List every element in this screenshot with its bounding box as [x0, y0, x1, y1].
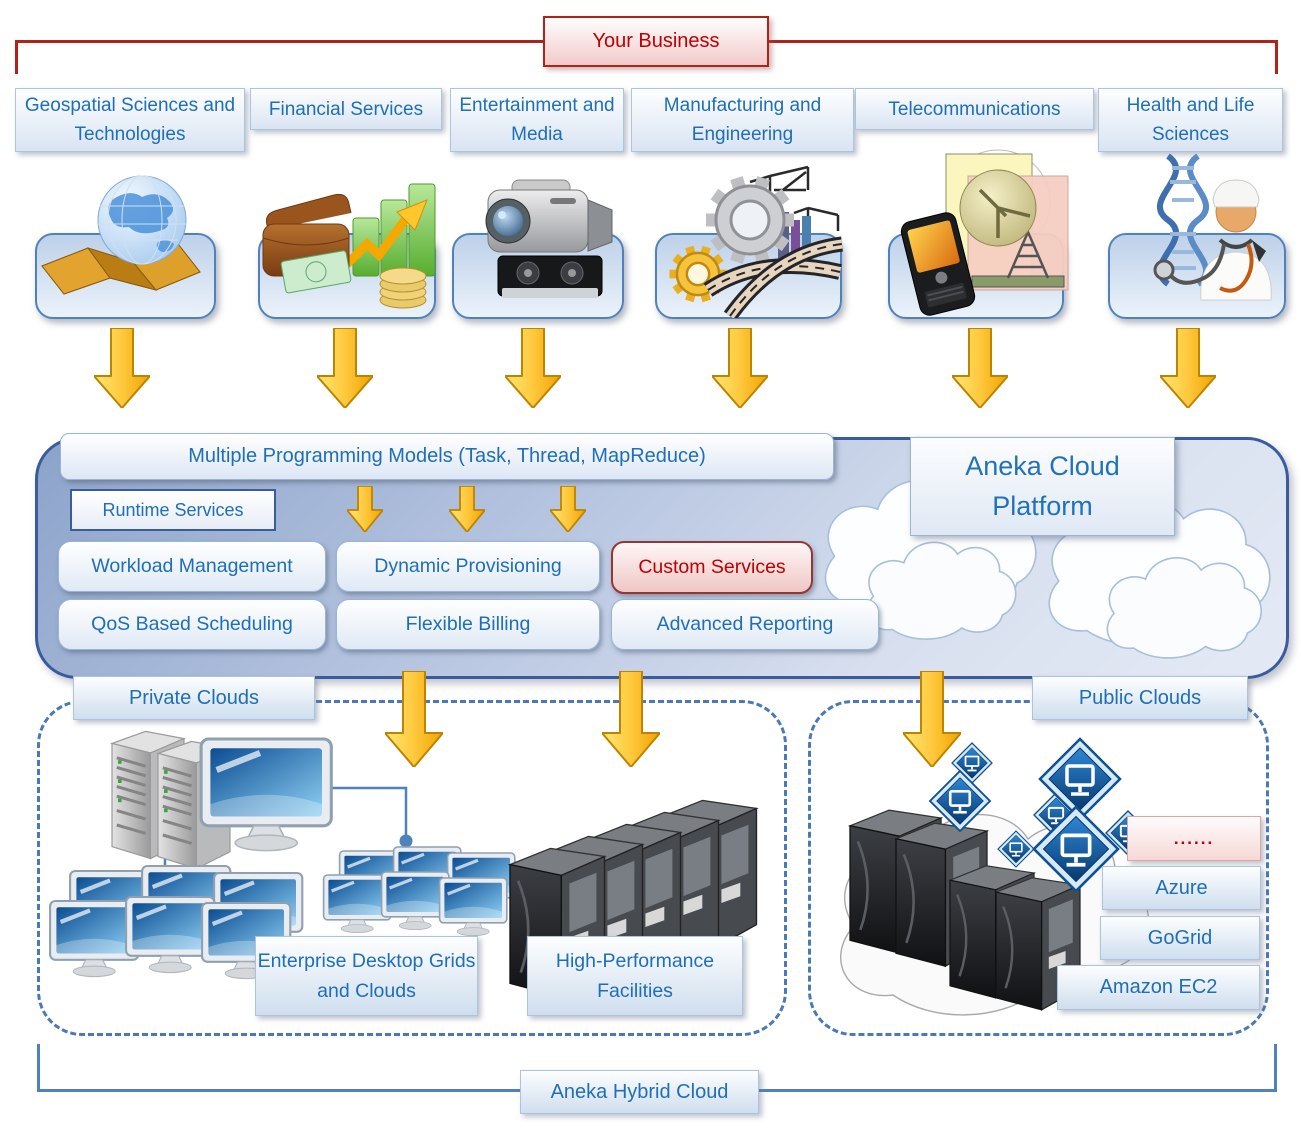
service-dynamic-provisioning: Dynamic Provisioning [336, 541, 600, 592]
service-billing-text: Flexible Billing [405, 613, 531, 635]
down-arrow-icon [317, 328, 373, 408]
enterprise-grids-text: Enterprise Desktop Grids and Clouds [257, 949, 476, 1002]
your-business-text: Your Business [592, 30, 720, 52]
private-clouds-label: Private Clouds [73, 676, 315, 720]
industry-manufacturing-text: Manufacturing and Engineering [663, 95, 822, 145]
more-providers-box: ...... [1127, 816, 1261, 861]
service-custom-text: Custom Services [638, 556, 786, 578]
your-business-label: Your Business [543, 16, 769, 67]
industry-financial: Financial Services [250, 88, 442, 130]
service-provisioning-text: Dynamic Provisioning [374, 555, 562, 577]
manufacturing-icon-box [655, 233, 842, 319]
enterprise-grids-label: Enterprise Desktop Grids and Clouds [255, 936, 478, 1016]
down-arrow-icon [347, 486, 383, 532]
industry-entertainment-text: Entertainment and Media [459, 95, 615, 145]
monitor-cluster-icon [322, 845, 517, 938]
industry-manufacturing: Manufacturing and Engineering [631, 88, 854, 152]
industry-financial-text: Financial Services [268, 98, 424, 120]
provider-azure: Azure [1102, 866, 1261, 910]
entertainment-icon-box [452, 233, 624, 319]
platform-title-text: Aneka Cloud Platform [965, 451, 1120, 521]
provider-azure-text: Azure [1155, 876, 1208, 899]
service-qos-text: QoS Based Scheduling [91, 613, 293, 635]
down-arrow-icon [94, 328, 150, 408]
industry-geospatial: Geospatial Sciences and Technologies [15, 88, 245, 152]
industry-health: Health and Life Sciences [1098, 88, 1283, 152]
hybrid-bracket-left-tick [37, 1044, 40, 1092]
service-qos-scheduling: QoS Based Scheduling [58, 599, 326, 650]
industry-entertainment: Entertainment and Media [450, 88, 624, 152]
hpc-facilities-text: High-Performance Facilities [555, 949, 715, 1002]
hybrid-bracket-right-tick [1274, 1044, 1277, 1092]
more-providers-text: ...... [1173, 828, 1215, 848]
health-icon-box [1108, 233, 1286, 319]
aneka-hybrid-cloud-label: Aneka Hybrid Cloud [520, 1070, 759, 1114]
hpc-facilities-label: High-Performance Facilities [527, 936, 743, 1016]
service-reporting-text: Advanced Reporting [656, 613, 834, 635]
down-arrow-icon [1160, 328, 1216, 408]
provider-gogrid: GoGrid [1100, 916, 1260, 960]
down-arrow-icon [550, 486, 586, 532]
industry-health-text: Health and Life Sciences [1126, 95, 1255, 145]
public-clouds-label: Public Clouds [1032, 676, 1248, 720]
down-arrow-icon [952, 328, 1008, 408]
private-cloud-graphic [40, 729, 758, 999]
telecom-icon-box [888, 233, 1064, 319]
industry-telecom-text: Telecommunications [888, 98, 1061, 120]
down-arrow-icon [712, 328, 768, 408]
industry-geospatial-text: Geospatial Sciences and Technologies [24, 95, 236, 145]
down-arrow-icon [505, 328, 561, 408]
down-arrow-icon [602, 671, 660, 767]
provider-amazon-ec2: Amazon EC2 [1057, 965, 1260, 1010]
service-advanced-reporting: Advanced Reporting [611, 599, 879, 650]
provider-gogrid-text: GoGrid [1147, 926, 1213, 949]
financial-icon-box [258, 233, 436, 319]
runtime-services-text: Runtime Services [102, 499, 244, 520]
service-custom-services: Custom Services [611, 541, 813, 594]
programming-models-text: Multiple Programming Models (Task, Threa… [188, 445, 706, 467]
private-clouds-text: Private Clouds [128, 686, 260, 709]
business-bracket-right-tick [1275, 40, 1278, 74]
down-arrow-icon [903, 671, 961, 767]
service-flexible-billing: Flexible Billing [336, 599, 600, 650]
down-arrow-icon [385, 671, 443, 767]
geospatial-icon-box [35, 233, 216, 319]
aneka-hybrid-cloud-text: Aneka Hybrid Cloud [550, 1080, 729, 1103]
platform-title-box: Aneka Cloud Platform [910, 437, 1175, 536]
business-bracket-left-tick [15, 40, 18, 74]
industry-telecom: Telecommunications [855, 88, 1094, 130]
provider-amazon-text: Amazon EC2 [1099, 976, 1218, 998]
programming-models-bar: Multiple Programming Models (Task, Threa… [60, 433, 834, 480]
service-workload-text: Workload Management [91, 555, 293, 577]
public-clouds-text: Public Clouds [1078, 686, 1202, 709]
runtime-services-box: Runtime Services [70, 489, 276, 531]
service-workload-management: Workload Management [58, 541, 326, 592]
down-arrow-icon [449, 486, 485, 532]
